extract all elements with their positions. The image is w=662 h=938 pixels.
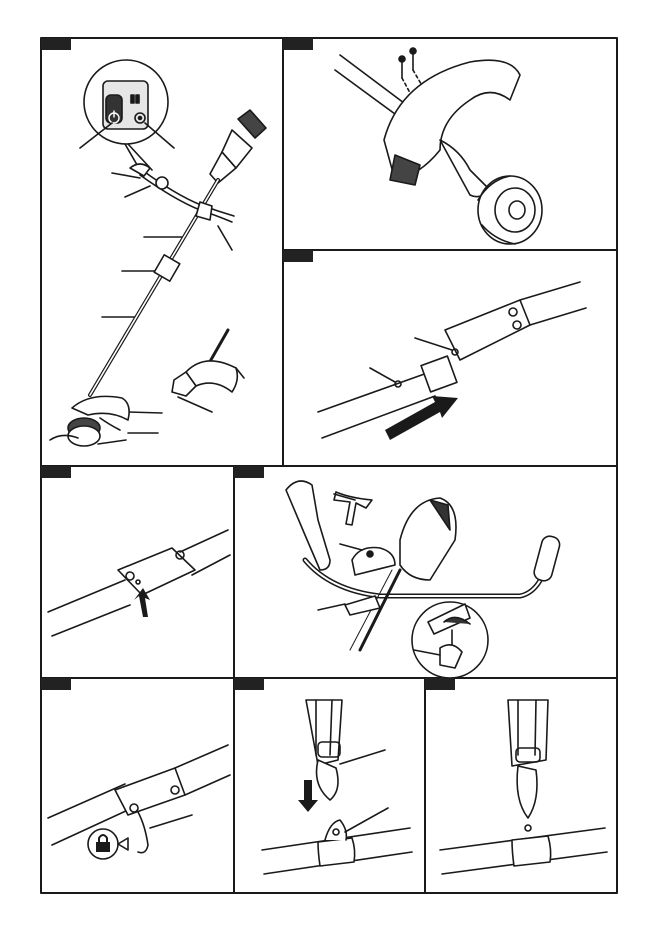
guard-detail (172, 330, 244, 396)
panel-strap-attached (440, 700, 607, 874)
panel-tab-5 (234, 466, 264, 478)
panel-guard-install (335, 48, 542, 244)
panel-tab-4 (41, 466, 71, 478)
panel-shaft-assembly (318, 282, 586, 440)
panel-tab-7 (234, 678, 264, 690)
screw-icon (399, 48, 416, 78)
panel-handle-assembly (286, 481, 561, 678)
arrow-icon (298, 780, 318, 812)
arrow-icon (385, 396, 458, 440)
panel-overview-trimmer (50, 60, 266, 446)
power-icon (106, 95, 122, 123)
panel-shaft-lock-button (48, 530, 230, 636)
panel-tab-8 (425, 678, 455, 690)
panel-tab-6 (41, 678, 71, 690)
panel-strap-attach (262, 700, 412, 874)
panel-tab-2 (283, 38, 313, 50)
lock-icon (88, 829, 128, 859)
panel-tab-3 (283, 250, 313, 262)
cutter-head (50, 396, 129, 446)
panel-shaft-hook-lock (48, 745, 230, 859)
panel-tab-1 (41, 38, 71, 50)
